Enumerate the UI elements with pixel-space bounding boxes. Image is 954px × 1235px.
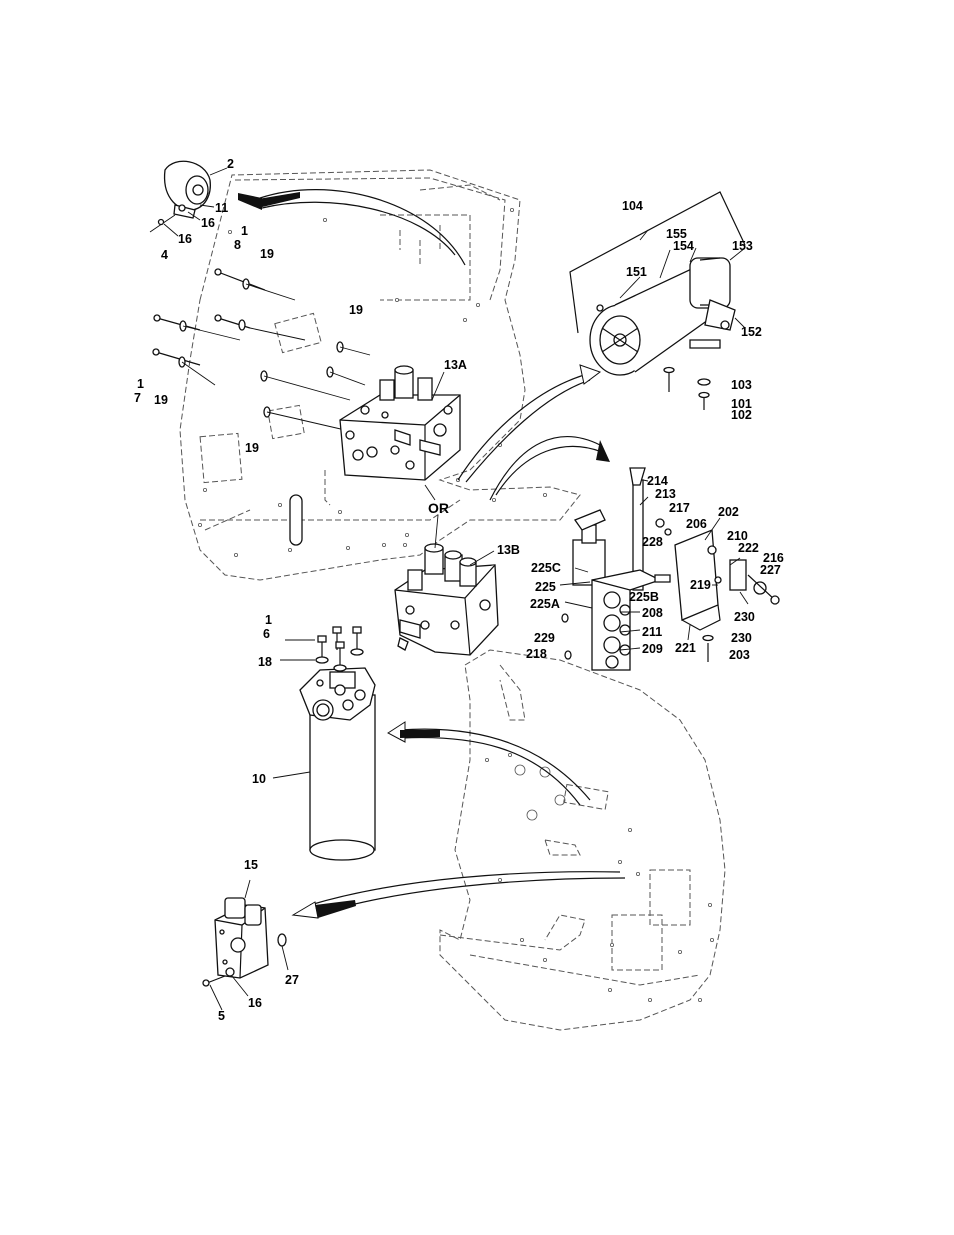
label-16: 16 <box>201 216 215 230</box>
label-154: 154 <box>673 239 694 253</box>
label-2: 2 <box>227 157 234 171</box>
label-102: 102 <box>731 408 752 422</box>
label-214: 214 <box>647 474 668 488</box>
label-27: 27 <box>285 973 299 987</box>
label-19: 19 <box>260 247 274 261</box>
label-208: 208 <box>642 606 663 620</box>
label-206: 206 <box>686 517 707 531</box>
label-228: 228 <box>642 535 663 549</box>
label-or: OR <box>428 500 449 516</box>
label-8: 8 <box>234 238 241 252</box>
upper-chassis-panel <box>179 169 581 581</box>
label-227: 227 <box>760 563 781 577</box>
label-218: 218 <box>526 647 547 661</box>
label-230: 230 <box>734 610 755 624</box>
label-225a: 225A <box>530 597 560 611</box>
valve-15 <box>202 879 289 1011</box>
label-4: 4 <box>161 248 168 262</box>
label-217: 217 <box>669 501 690 515</box>
label-16: 16 <box>248 996 262 1010</box>
label-213: 213 <box>655 487 676 501</box>
label-225: 225 <box>535 580 556 594</box>
label-10: 10 <box>252 772 266 786</box>
manual-pump-assembly <box>559 467 780 671</box>
label-15: 15 <box>244 858 258 872</box>
label-19: 19 <box>245 441 259 455</box>
label-219: 219 <box>690 578 711 592</box>
label-101: 101 <box>731 397 752 411</box>
label-216: 216 <box>763 551 784 565</box>
motor-assembly <box>569 191 746 410</box>
label-13a: 13A <box>444 358 467 372</box>
horn-assembly <box>149 160 228 237</box>
label-19: 19 <box>349 303 363 317</box>
lower-chassis-panel <box>439 649 726 1031</box>
filter-assembly <box>272 626 376 861</box>
label-211: 211 <box>642 625 662 639</box>
label-7: 7 <box>134 391 141 405</box>
label-222: 222 <box>738 541 759 555</box>
label-1: 1 <box>241 224 248 238</box>
label-19: 19 <box>154 393 168 407</box>
valve-manifold-13b <box>394 514 499 656</box>
mounting-bolts <box>152 268 371 431</box>
label-229: 229 <box>534 631 555 645</box>
label-104: 104 <box>622 199 643 213</box>
label-225c: 225C <box>531 561 561 575</box>
label-202: 202 <box>718 505 739 519</box>
label-1: 1 <box>265 613 272 627</box>
label-153: 153 <box>732 239 753 253</box>
label-203: 203 <box>729 648 750 662</box>
label-11: 11 <box>215 201 228 215</box>
label-225b: 225B <box>629 590 659 604</box>
label-230: 230 <box>731 631 752 645</box>
label-209: 209 <box>642 642 663 656</box>
label-152: 152 <box>741 325 762 339</box>
part-labels: 2 11 16 16 4 1 8 19 19 1 7 19 13A 19 OR … <box>134 157 784 1023</box>
valve-manifold-13a <box>339 365 461 501</box>
assembly-arrows <box>238 189 626 919</box>
label-151: 151 <box>626 265 647 279</box>
label-6: 6 <box>263 627 270 641</box>
label-1: 1 <box>137 377 144 391</box>
label-16: 16 <box>178 232 192 246</box>
label-5: 5 <box>218 1009 225 1023</box>
label-13b: 13B <box>497 543 520 557</box>
label-221: 221 <box>675 641 696 655</box>
label-155: 155 <box>666 227 687 241</box>
label-18: 18 <box>258 655 272 669</box>
label-210: 210 <box>727 529 748 543</box>
label-103: 103 <box>731 378 752 392</box>
